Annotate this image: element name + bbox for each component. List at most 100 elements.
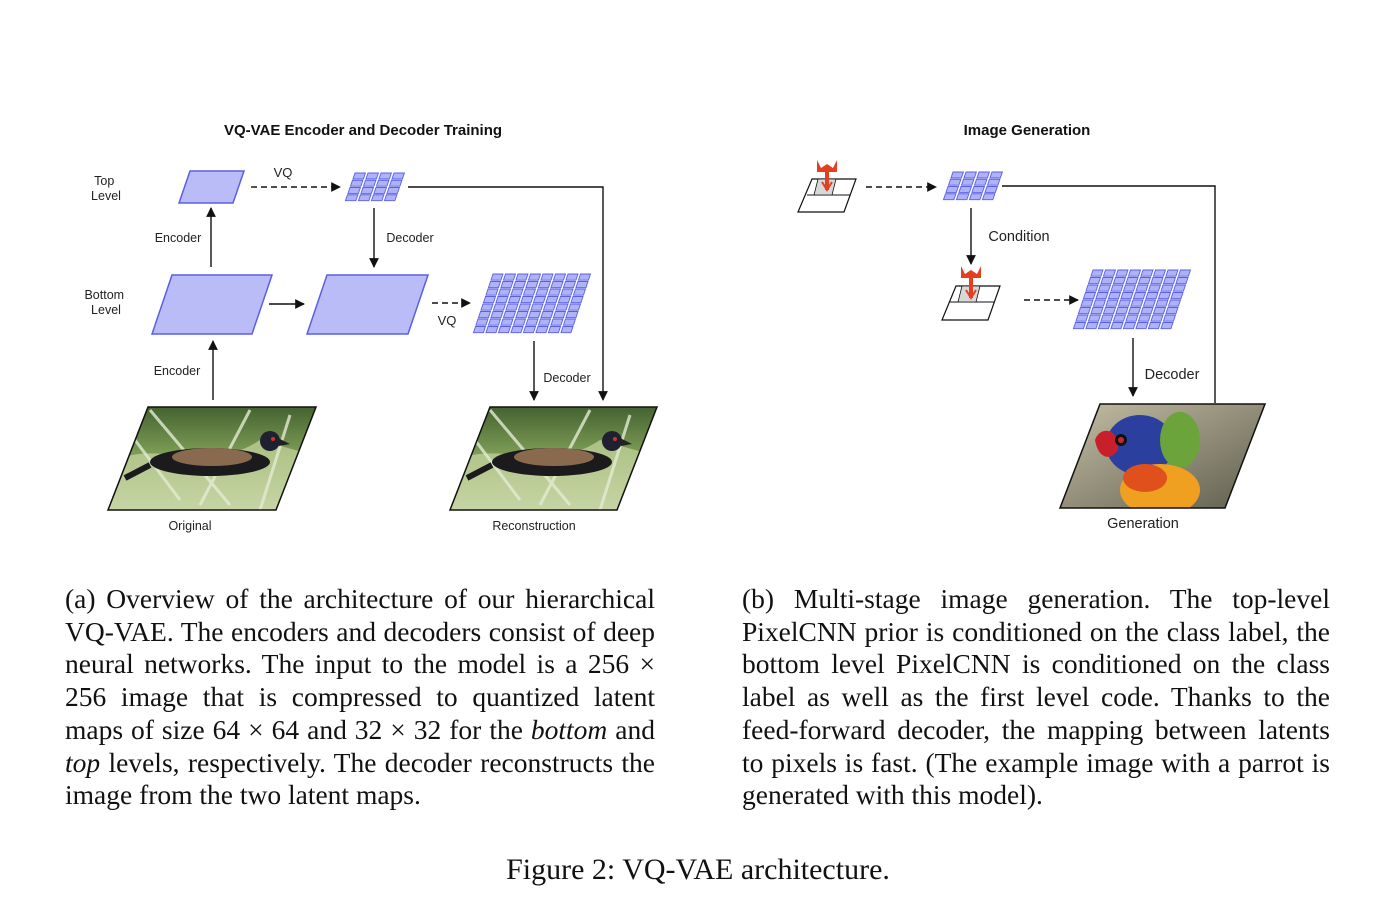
latent-code-cell xyxy=(550,281,564,289)
latent-code-cell xyxy=(1162,314,1177,322)
latent-code-cell xyxy=(973,178,988,186)
latent-code-cell xyxy=(527,273,542,281)
latent-code-cell xyxy=(560,288,574,296)
latent-code-cell xyxy=(378,172,393,180)
latent-code-cell xyxy=(1142,299,1157,307)
latent-code-cell xyxy=(386,187,401,194)
latent-code-cell xyxy=(1130,299,1144,307)
latent-code-cell xyxy=(575,281,589,289)
decoder-b-label: Decoder xyxy=(1145,367,1200,383)
latent-code-cell xyxy=(1140,269,1154,277)
original-image xyxy=(106,406,318,511)
latent-code-cell xyxy=(552,311,567,319)
decoder-right-label: Decoder xyxy=(543,371,590,385)
panel-b-title: Image Generation xyxy=(964,122,1091,139)
reconstruction-image xyxy=(448,406,659,511)
reconstruction-label: Reconstruction xyxy=(492,519,575,533)
latent-code-cell xyxy=(497,326,512,334)
latent-code-cell xyxy=(955,193,970,201)
latent-code-cell xyxy=(540,311,554,319)
latent-code-cell xyxy=(492,303,507,311)
latent-code-cell xyxy=(986,178,1001,186)
latent-code-cell xyxy=(1172,284,1187,292)
latent-code-cell xyxy=(1140,307,1154,315)
original-label: Original xyxy=(168,519,211,533)
latent-code-cell xyxy=(1160,322,1174,330)
latent-code-cell xyxy=(1127,307,1142,315)
latent-code-cell xyxy=(557,296,572,304)
latent-code-cell xyxy=(475,318,489,326)
top-pixelcnn-icon xyxy=(797,160,857,213)
latent-code-cell xyxy=(1082,292,1097,300)
latent-code-cell xyxy=(971,186,986,193)
latent-code-cell xyxy=(1147,284,1162,292)
latent-code-cell xyxy=(512,281,527,289)
latent-code-cell xyxy=(565,273,579,281)
latent-code-cell xyxy=(984,186,999,193)
latent-code-cell xyxy=(365,172,380,180)
latent-code-cell xyxy=(1127,269,1142,277)
caption-b: (b) Multi-stage image generation. The to… xyxy=(742,583,1330,811)
latent-code-cell xyxy=(547,326,562,334)
latent-code-cell xyxy=(1137,277,1152,285)
latent-code-cell xyxy=(537,281,552,289)
latent-code-cell xyxy=(1102,269,1117,277)
latent-code-cell xyxy=(490,273,504,281)
latent-code-cell xyxy=(1167,299,1182,307)
top-quantized-grid xyxy=(344,172,406,202)
latent-code-cell xyxy=(495,296,509,304)
bottom-level-label: Bottom Level xyxy=(84,288,127,317)
latent-code-cell xyxy=(1095,292,1109,300)
latent-code-cell xyxy=(347,187,362,194)
latent-code-cell xyxy=(542,303,557,311)
latent-code-cell xyxy=(349,179,364,187)
latent-code-cell xyxy=(487,318,502,326)
latent-code-cell xyxy=(1102,307,1117,315)
latent-code-cell xyxy=(375,179,390,187)
latent-code-cell xyxy=(1115,269,1129,277)
encoder-bottom-label: Encoder xyxy=(154,364,201,378)
latent-code-cell xyxy=(1137,314,1152,322)
bottom-pixelcnn-icon xyxy=(941,266,1001,321)
latent-code-cell xyxy=(1135,322,1149,330)
decoder-mid-label: Decoder xyxy=(386,231,433,245)
latent-code-cell xyxy=(1090,269,1104,277)
latent-code-cell xyxy=(976,171,991,179)
latent-code-cell xyxy=(545,296,559,304)
latent-code-cell xyxy=(1155,299,1169,307)
latent-code-cell xyxy=(958,186,973,193)
latent-code-cell xyxy=(1175,277,1189,285)
latent-code-cell xyxy=(502,273,517,281)
latent-code-cell xyxy=(1135,284,1149,292)
latent-code-cell xyxy=(537,318,552,326)
latent-code-cell xyxy=(1132,292,1147,300)
latent-code-cell xyxy=(562,318,577,326)
latent-code-cell xyxy=(1085,322,1099,330)
top-level-label: Top Level xyxy=(91,174,121,203)
latent-code-cell xyxy=(1097,284,1112,292)
latent-code-cell xyxy=(360,187,375,194)
latent-code-cell xyxy=(1162,277,1177,285)
latent-code-cell xyxy=(485,326,499,334)
latent-code-cell xyxy=(577,273,592,281)
generated-parrot-image xyxy=(1058,403,1267,509)
latent-code-cell xyxy=(530,303,544,311)
latent-code-cell xyxy=(1077,307,1092,315)
latent-code-cell xyxy=(500,318,514,326)
latent-code-cell xyxy=(525,318,539,326)
latent-code-cell xyxy=(547,288,562,296)
latent-code-cell xyxy=(1117,299,1132,307)
latent-code-cell xyxy=(1092,299,1107,307)
bottom-quantized-grid xyxy=(472,273,592,334)
latent-code-cell xyxy=(520,296,534,304)
latent-code-cell xyxy=(527,311,542,319)
latent-code-cell xyxy=(497,288,512,296)
latent-code-cell xyxy=(1097,322,1112,330)
latent-code-cell xyxy=(1105,299,1119,307)
latent-code-cell xyxy=(472,326,487,334)
latent-code-cell xyxy=(1072,322,1087,330)
bottom-generated-grid xyxy=(1072,269,1192,330)
latent-code-cell xyxy=(562,281,577,289)
panel-b: Image Generation Condition Decoder xyxy=(797,122,1267,532)
top-latent-map xyxy=(177,170,246,204)
